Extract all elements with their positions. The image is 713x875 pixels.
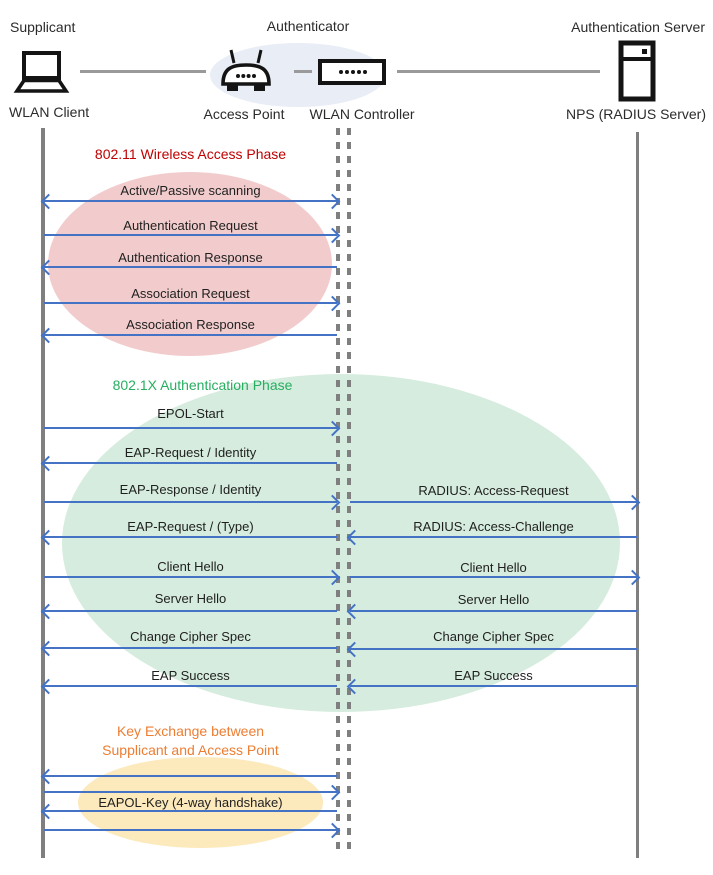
message-label: Authentication Request bbox=[123, 218, 258, 233]
message-label: Change Cipher Spec bbox=[433, 629, 554, 644]
lifeline-authenticator-dash-1 bbox=[336, 128, 340, 852]
link-ap-controller bbox=[294, 70, 312, 73]
nps-server-label: NPS (RADIUS Server) bbox=[565, 106, 706, 122]
message-arrow bbox=[350, 610, 637, 612]
message-label: RADIUS: Access-Request bbox=[418, 483, 569, 498]
wlan-controller-label: WLAN Controller bbox=[309, 106, 415, 122]
message-label: EPOL-Start bbox=[157, 406, 224, 421]
message-label: EAP-Request / (Type) bbox=[127, 519, 254, 534]
message-arrow bbox=[44, 462, 337, 464]
phase-ellipse-authentication bbox=[62, 374, 620, 712]
actor-role-supplicant: Supplicant bbox=[10, 19, 76, 35]
link-client-ap bbox=[80, 70, 206, 73]
lifeline-authenticator-dash-2 bbox=[347, 128, 351, 852]
link-controller-server bbox=[397, 70, 600, 73]
message-arrow bbox=[44, 334, 337, 336]
phase-ellipse-wireless-access bbox=[48, 172, 332, 356]
message-label: Client Hello bbox=[157, 559, 224, 574]
message-arrow bbox=[44, 647, 337, 649]
message-arrow bbox=[350, 648, 637, 650]
message-label: Server Hello bbox=[457, 592, 530, 607]
message-arrow bbox=[350, 685, 637, 687]
message-label: EAPOL-Key (4-way handshake) bbox=[98, 795, 283, 810]
laptop-icon bbox=[10, 50, 72, 96]
message-arrow bbox=[44, 810, 337, 812]
message-label: RADIUS: Access-Challenge bbox=[413, 519, 574, 534]
message-arrow bbox=[44, 685, 337, 687]
lifeline-radius-server bbox=[636, 132, 639, 858]
message-arrow bbox=[350, 501, 637, 503]
phase-title-key-exchange: Key Exchange between Supplicant and Acce… bbox=[44, 722, 337, 760]
message-arrow bbox=[44, 302, 337, 304]
actor-role-authenticator: Authenticator bbox=[266, 18, 350, 34]
message-arrow bbox=[44, 501, 337, 503]
message-arrow bbox=[44, 791, 337, 793]
message-label: Change Cipher Spec bbox=[130, 629, 251, 644]
message-label: EAP Success bbox=[151, 668, 230, 683]
message-arrow bbox=[44, 200, 337, 202]
phase-title-key-exchange-line1: Key Exchange between bbox=[116, 723, 265, 739]
message-arrow bbox=[350, 576, 637, 578]
message-label: Association Request bbox=[131, 286, 250, 301]
message-label: Active/Passive scanning bbox=[120, 183, 261, 198]
message-arrow bbox=[44, 829, 337, 831]
phase-title-key-exchange-line2: Supplicant and Access Point bbox=[102, 742, 279, 758]
phase-title-wireless-access: 802.11 Wireless Access Phase bbox=[94, 146, 287, 162]
server-icon bbox=[618, 40, 656, 102]
message-arrow bbox=[44, 266, 337, 268]
message-label: EAP-Request / Identity bbox=[124, 445, 257, 460]
message-arrow bbox=[44, 775, 337, 777]
access-point-label: Access Point bbox=[203, 106, 285, 122]
message-label: Client Hello bbox=[460, 560, 527, 575]
message-label: EAP Success bbox=[454, 668, 533, 683]
phase-title-authentication: 802.1X Authentication Phase bbox=[112, 377, 293, 393]
message-label: Server Hello bbox=[154, 591, 227, 606]
message-label: Association Response bbox=[126, 317, 255, 332]
message-label: Authentication Response bbox=[118, 250, 263, 265]
message-arrow bbox=[44, 427, 337, 429]
lifeline-wlan-client bbox=[41, 128, 45, 858]
message-label: EAP-Response / Identity bbox=[119, 482, 262, 497]
message-arrow bbox=[350, 536, 637, 538]
phase-ellipse-key-exchange bbox=[78, 757, 323, 848]
wlan-client-label: WLAN Client bbox=[9, 104, 90, 120]
access-point-icon bbox=[216, 48, 276, 100]
message-arrow bbox=[44, 576, 337, 578]
message-arrow bbox=[44, 610, 337, 612]
wlan-controller-icon bbox=[318, 59, 386, 86]
message-arrow bbox=[44, 234, 337, 236]
message-arrow bbox=[44, 536, 337, 538]
actor-role-authentication-server: Authentication Server bbox=[571, 19, 705, 35]
